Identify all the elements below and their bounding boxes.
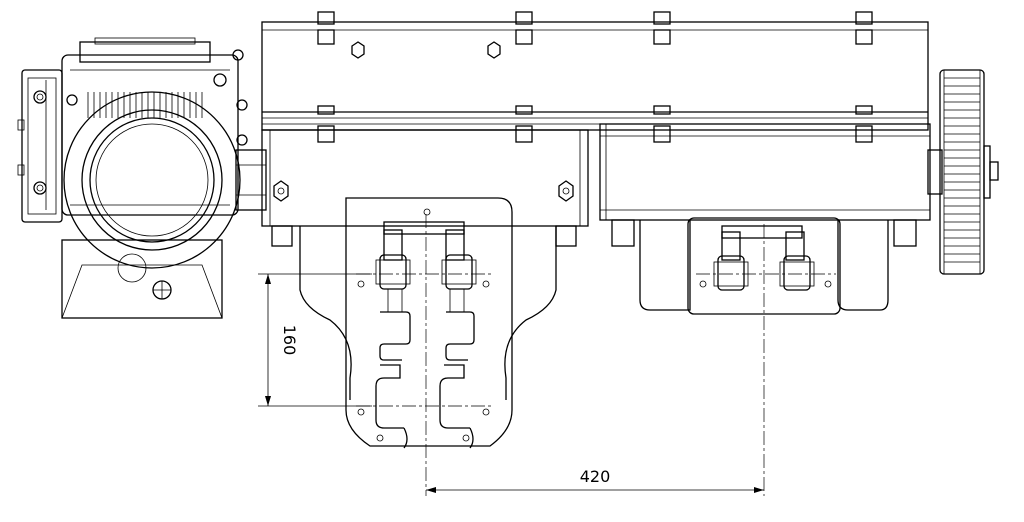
left-bracket (261, 129, 589, 247)
right-bracket (599, 123, 931, 315)
left-carriage (299, 197, 557, 449)
dimension-label-horizontal: 420 (580, 467, 611, 486)
vertical-dimension: 160 (258, 273, 372, 407)
main-beam (261, 11, 929, 143)
gear-motor-assembly (17, 37, 267, 319)
dimension-label-vertical: 160 (280, 325, 299, 356)
center-lines (356, 214, 836, 496)
top-bolts (317, 11, 873, 143)
gear-teeth (944, 77, 980, 263)
gear-wheel (927, 69, 999, 275)
horizontal-dimension: 420 (426, 467, 764, 493)
